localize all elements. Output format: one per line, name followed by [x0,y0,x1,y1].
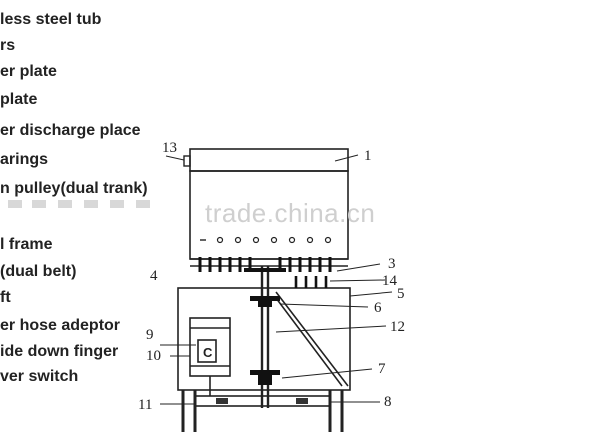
motor-label: C [203,345,213,360]
callout-13: 13 [162,140,177,156]
callout-4: 4 [150,268,158,284]
faded-legend-smear [8,200,150,208]
callout-6: 6 [374,300,382,316]
callout-9: 9 [146,327,154,343]
legend-item-1: less steel tub [0,11,102,28]
callout-3: 3 [388,256,396,272]
legend-item-4: plate [0,91,38,108]
steel-frame-box [177,287,351,391]
legend-item-2: rs [0,37,16,54]
discharge-chute [275,291,349,387]
legend-item-8: l frame [0,236,53,253]
tub-rim [189,148,349,172]
callout-10: 10 [146,348,161,364]
legend-item-9: (dual belt) [0,263,77,280]
legend-item-5: er discharge place [0,122,141,139]
callout-5: 5 [397,286,405,302]
legend-item-6: arings [0,151,49,168]
callout-1: 1 [364,148,372,164]
legend-item-3: er plate [0,63,57,80]
callout-12: 12 [390,319,405,335]
callout-14: 14 [382,273,398,289]
legend-item-13: ver switch [0,368,79,385]
watermark: trade.china.cn [205,198,376,228]
callout-11: 11 [138,397,152,413]
callout-8: 8 [384,394,392,410]
legend-item-7: n pulley(dual trank) [0,180,148,197]
callout-7: 7 [378,361,386,377]
legend-item-11: er hose adeptor [0,317,121,334]
legend-item-12: ide down finger [0,343,119,360]
legend-item-10: ft [0,289,11,306]
